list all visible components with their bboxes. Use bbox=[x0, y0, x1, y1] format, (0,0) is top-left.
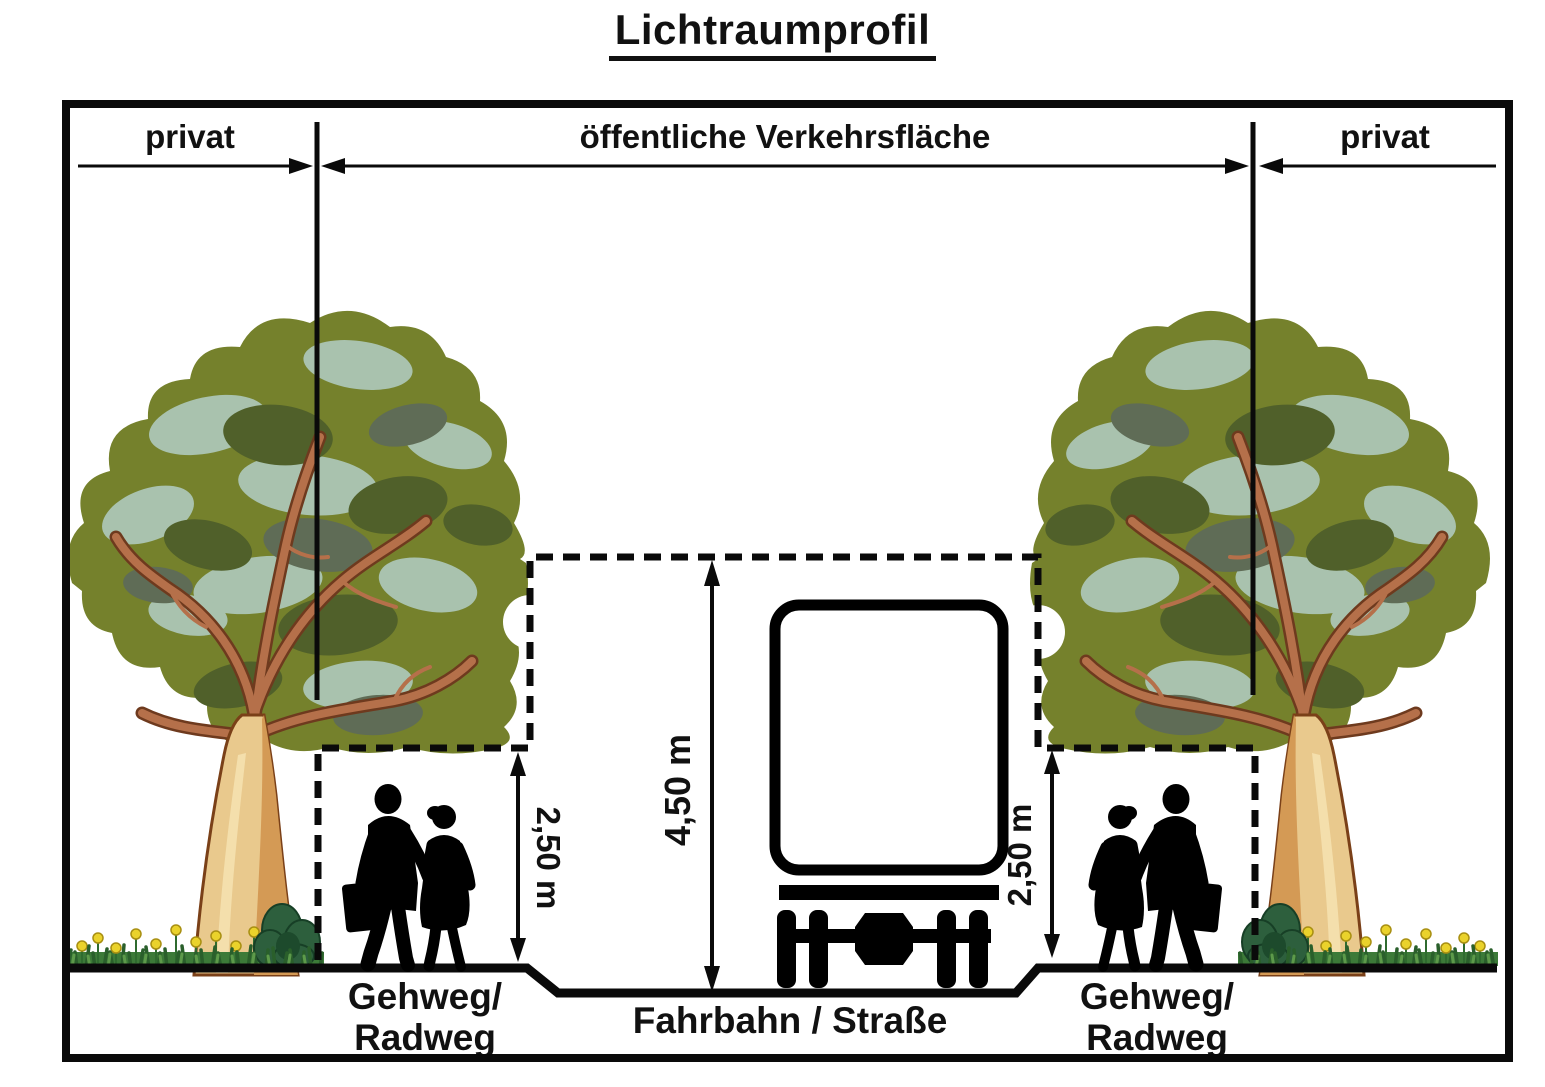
arrowhead-down-icon bbox=[704, 966, 720, 992]
dim-label-road-clearance: 4,50 m bbox=[657, 733, 698, 847]
clearance-profile-dashed-line bbox=[314, 553, 1259, 960]
arrowhead-down-icon bbox=[1044, 934, 1060, 958]
truck-illustration bbox=[769, 599, 1009, 988]
truck-differential bbox=[855, 913, 913, 965]
arrowhead-up-icon bbox=[704, 560, 720, 586]
ground-profile-line bbox=[66, 963, 1497, 998]
surface-label-sidewalk-right: Gehweg/ Radweg bbox=[1037, 976, 1277, 1058]
arrowhead-left-icon bbox=[321, 158, 345, 174]
arrowhead-up-icon bbox=[510, 752, 526, 776]
zone-label-public: öffentliche Verkehrsfläche bbox=[579, 118, 991, 155]
dim-label-sidewalk-right-clearance: 2,50 m bbox=[1001, 803, 1038, 907]
arrowhead-right-icon bbox=[289, 158, 313, 174]
page-title-wrap: Lichtraumprofil bbox=[0, 6, 1545, 61]
truck-axle-assembly bbox=[777, 910, 991, 988]
arrowhead-down-icon bbox=[510, 938, 526, 962]
property-boundary-lines bbox=[314, 122, 1256, 700]
truck-wheel bbox=[937, 910, 956, 988]
surface-label-sidewalk-left: Gehweg/ Radweg bbox=[305, 976, 545, 1058]
truck-wheel bbox=[969, 910, 988, 988]
zone-dimension-lines bbox=[78, 158, 1496, 174]
surface-label-line: Radweg bbox=[354, 1017, 496, 1058]
page-title: Lichtraumprofil bbox=[608, 6, 937, 61]
height-dimension-arrows bbox=[510, 560, 1060, 992]
truck-wheel bbox=[777, 910, 796, 988]
surface-label-line: Gehweg/ bbox=[1079, 976, 1235, 1017]
arrowhead-up-icon bbox=[1044, 750, 1060, 774]
zone-label-private-right: privat bbox=[1340, 118, 1430, 155]
dim-label-sidewalk-left-clearance: 2,50 m bbox=[530, 806, 567, 910]
truck-body bbox=[769, 599, 1009, 876]
arrowhead-left-icon bbox=[1259, 158, 1283, 174]
truck-wheel bbox=[809, 910, 828, 988]
surface-label-line: Radweg bbox=[1086, 1017, 1228, 1058]
truck-bumper bbox=[779, 885, 999, 900]
arrowhead-right-icon bbox=[1225, 158, 1249, 174]
left-pedestrians bbox=[338, 783, 478, 969]
surface-label-line: Gehweg/ bbox=[347, 976, 503, 1017]
right-pedestrians bbox=[1086, 783, 1226, 969]
zone-label-private-left: privat bbox=[145, 118, 235, 155]
surface-label-road: Fahrbahn / Straße bbox=[632, 1000, 948, 1041]
